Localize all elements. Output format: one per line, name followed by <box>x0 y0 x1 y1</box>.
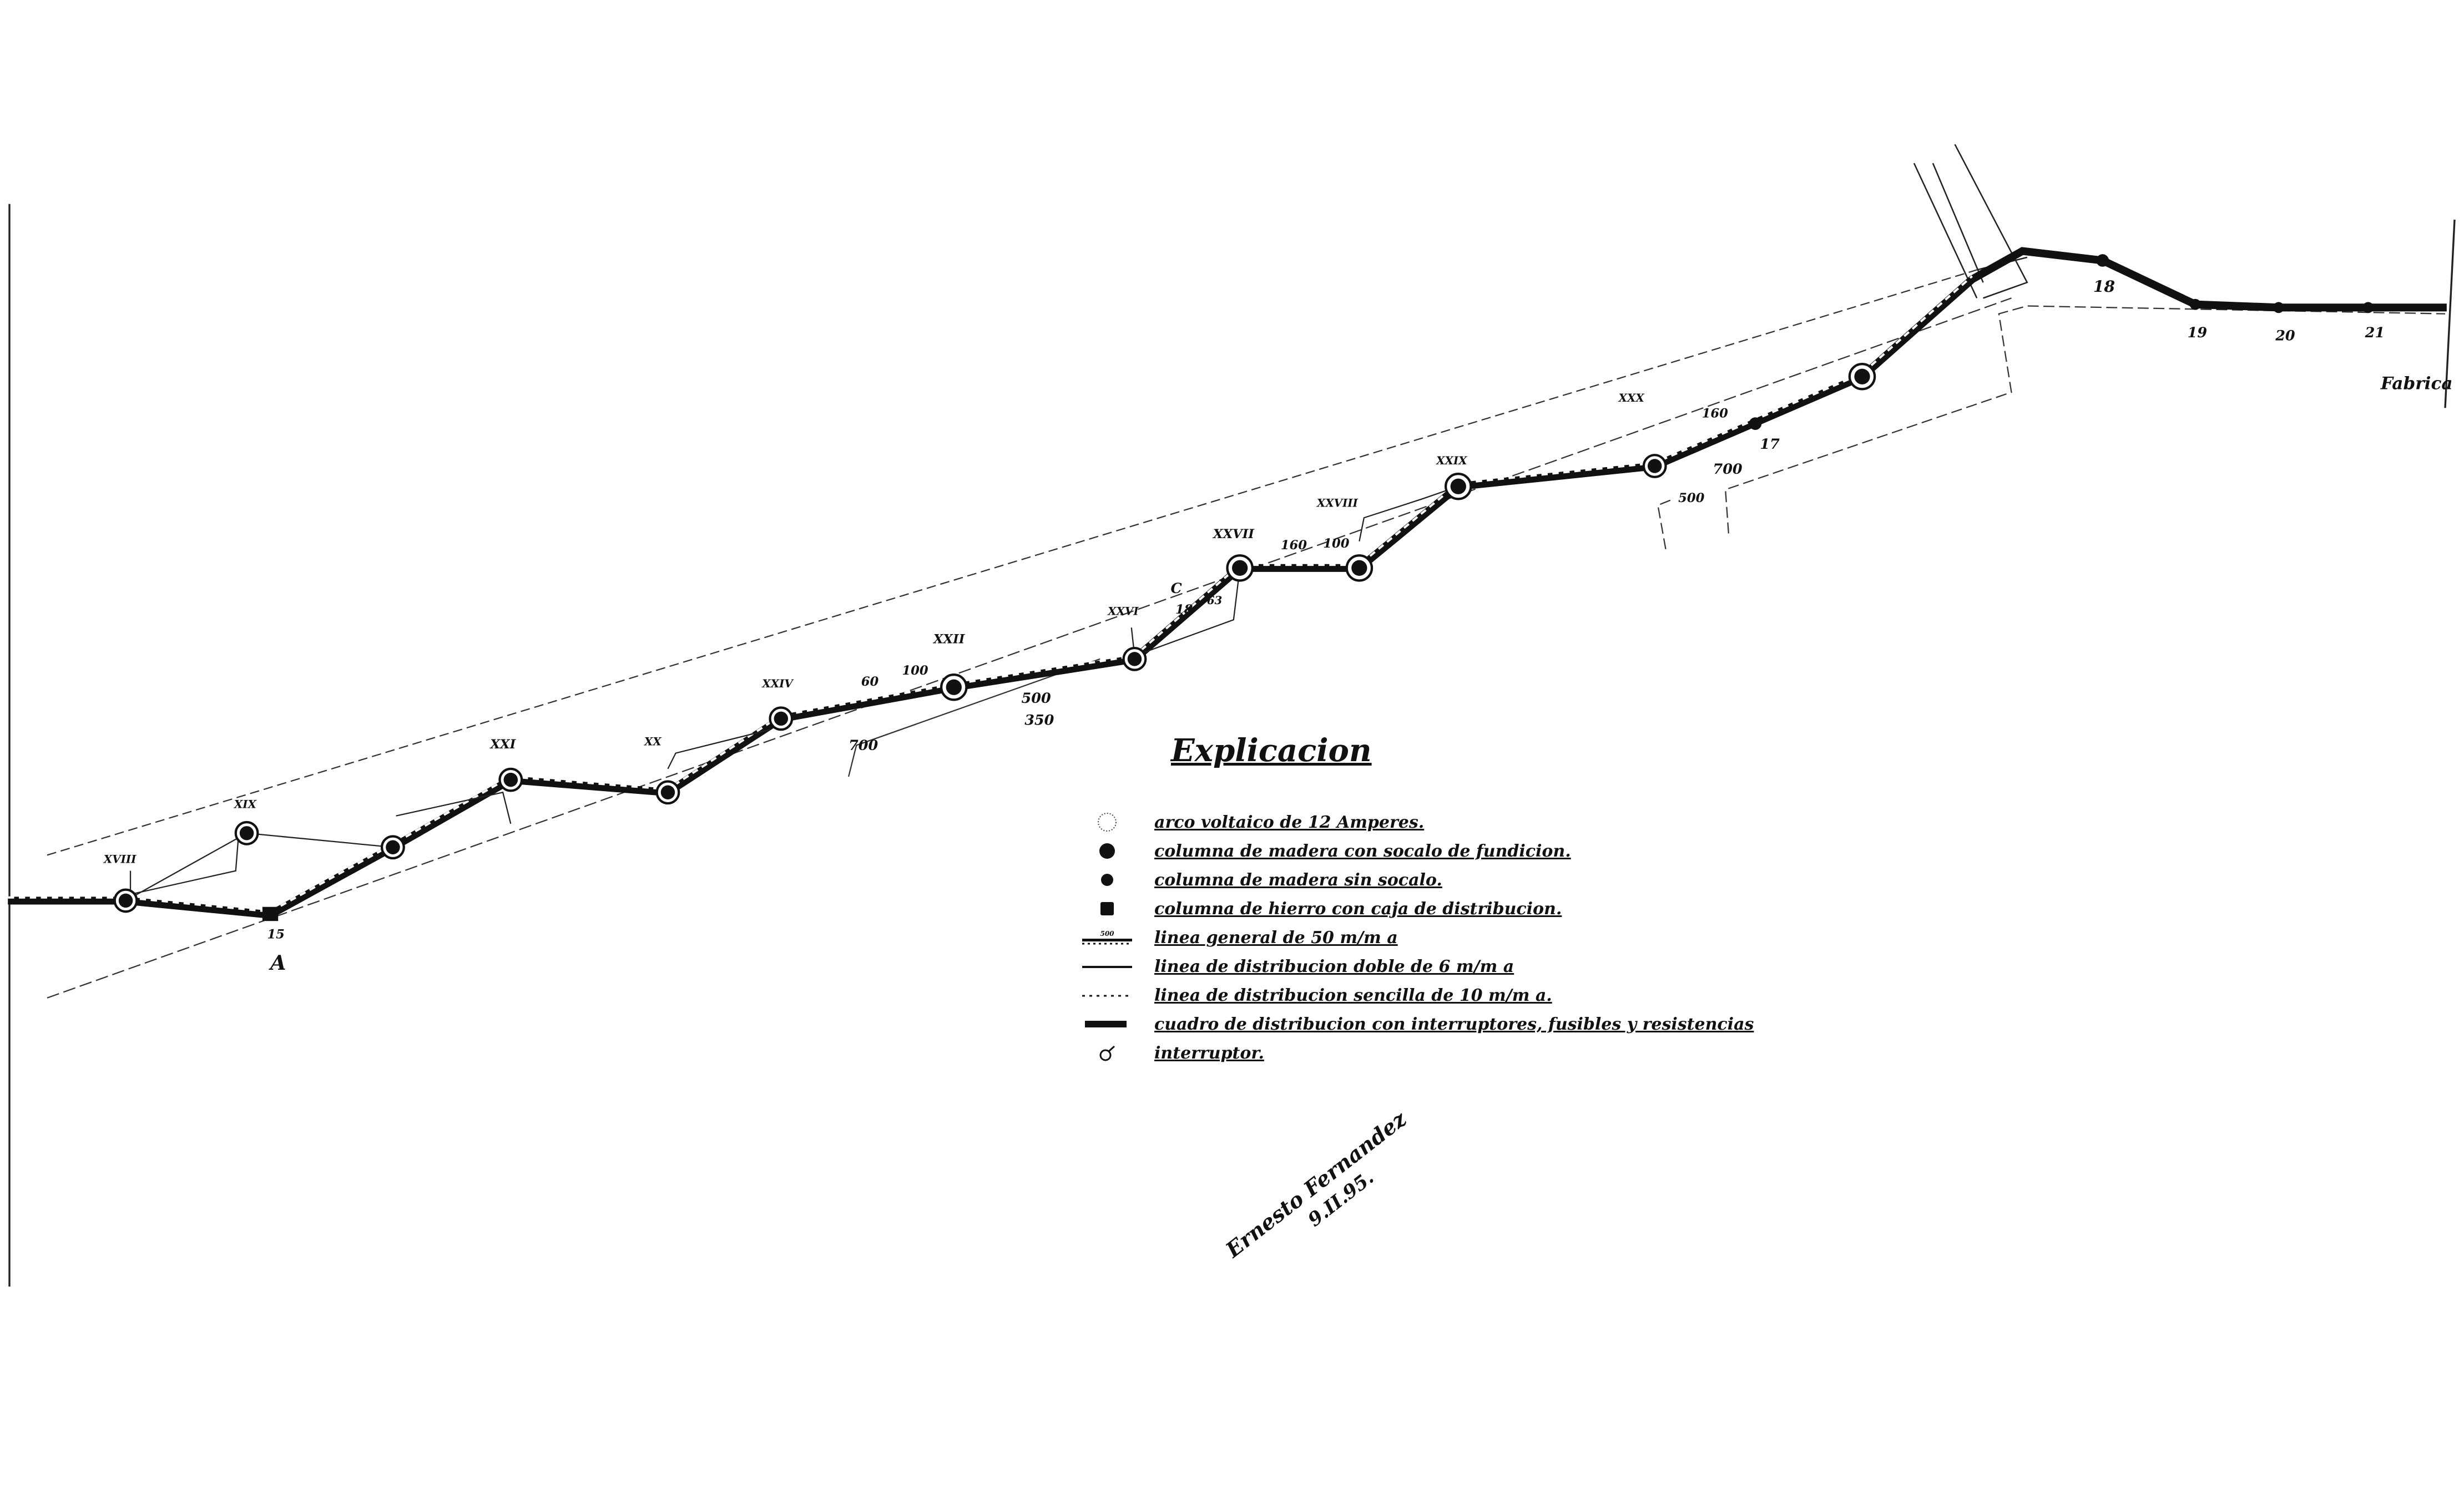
general-line-icon: 500 <box>1077 926 1138 949</box>
arc-lamp-icon <box>1077 811 1138 833</box>
arc-lamp-node <box>655 780 680 805</box>
label-point-a: A <box>269 950 286 975</box>
arc-lamp-node <box>1642 454 1667 478</box>
label-column-19: 19 <box>2188 325 2208 341</box>
arc-lamp-node <box>1444 473 1472 500</box>
arc-lamp-node <box>113 888 138 913</box>
double-line-icon <box>1077 955 1138 978</box>
label-arc-number: XXX <box>1618 391 1645 404</box>
legend-item: columna de madera sin socalo. <box>1077 865 1754 894</box>
label-column-15: 15 <box>267 927 285 941</box>
label-arc-number: XX <box>643 735 662 748</box>
legend-title: Explicacion <box>1171 732 1372 769</box>
label-column-17: 17 <box>1760 436 1780 453</box>
arc-lamp-node <box>940 673 968 701</box>
label-arc-number: XXIX <box>1435 454 1467 467</box>
filled-circle-icon <box>1077 869 1138 891</box>
branch-lines <box>125 485 1459 901</box>
filled-square-icon <box>1077 898 1138 920</box>
legend-item: arco voltaico de 12 Amperes. <box>1077 808 1754 837</box>
label-arc-number: XIX <box>233 798 257 811</box>
street-edge-lower <box>47 297 2012 999</box>
arc-lamps <box>113 363 1876 913</box>
label-arc-number: XXVII <box>1212 527 1255 541</box>
street-block <box>847 658 1100 777</box>
label-arc-number: XXI <box>489 737 516 752</box>
dashed-line-icon <box>1077 984 1138 1006</box>
label-distance: 100 <box>902 664 928 678</box>
arc-lamp-node <box>1226 554 1254 582</box>
arc-lamp-node <box>234 821 259 845</box>
legend-item: 500 linea general de 50 m/m a <box>1077 923 1754 952</box>
arc-lamp-node <box>1848 363 1876 391</box>
legend-item: interruptor. <box>1077 1039 1754 1067</box>
wood-columns <box>1749 254 2374 430</box>
label-column-20: 20 <box>2275 328 2295 345</box>
label-column-21: 21 <box>2365 325 2385 341</box>
label-distance: 60 <box>861 675 879 689</box>
arc-lamp-node <box>380 835 405 860</box>
label-fabrica: Fabrica <box>2380 373 2453 393</box>
label-distance: 63 <box>1207 594 1223 607</box>
label-column-18: 18 <box>2093 277 2115 296</box>
legend-item: cuadro de distribucion con interruptores… <box>1077 1010 1754 1039</box>
thick-bar-icon <box>1077 1013 1138 1035</box>
label-length: 700 <box>849 737 878 754</box>
legend: Explicacion arco voltaico de 12 Amperes.… <box>1077 732 1754 1067</box>
label-arc-number: XXIV <box>761 677 794 690</box>
label-arc-number: XXVI <box>1107 605 1139 618</box>
legend-item: linea de distribucion doble de 6 m/m a <box>1077 952 1754 981</box>
label-distance: 160 <box>1702 406 1729 421</box>
iron-column-box <box>262 906 279 921</box>
label-length: 350 <box>1024 712 1054 729</box>
arc-lamp-node <box>1345 554 1374 582</box>
right-border <box>2444 219 2456 408</box>
label-distance: 100 <box>1323 536 1350 551</box>
label-arc-number: XXII <box>932 632 966 647</box>
street-edge-upper <box>47 269 1977 856</box>
arc-lamp-node <box>1122 646 1147 671</box>
label-length: 500 <box>1678 491 1705 505</box>
arc-lamp-node <box>498 767 523 792</box>
legend-item: columna de hierro con caja de distribuci… <box>1077 894 1754 923</box>
label-distance: 160 <box>1281 538 1307 553</box>
label-distance: 18 <box>1175 602 1193 617</box>
label-arc-number: XVIII <box>103 853 137 866</box>
street-corner <box>1657 305 2446 550</box>
switch-icon <box>1077 1042 1138 1064</box>
label-length: 500 <box>1022 690 1051 707</box>
legend-item: columna de madera con socalo de fundicio… <box>1077 837 1754 865</box>
label-box: C <box>1171 580 1183 597</box>
arc-lamp-node <box>769 706 794 731</box>
label-arc-number: XXVIII <box>1316 497 1359 510</box>
large-filled-circle-icon <box>1077 840 1138 862</box>
legend-item: linea de distribucion sencilla de 10 m/m… <box>1077 981 1754 1010</box>
tower-structure <box>1913 144 2028 299</box>
label-length: 700 <box>1713 461 1742 478</box>
